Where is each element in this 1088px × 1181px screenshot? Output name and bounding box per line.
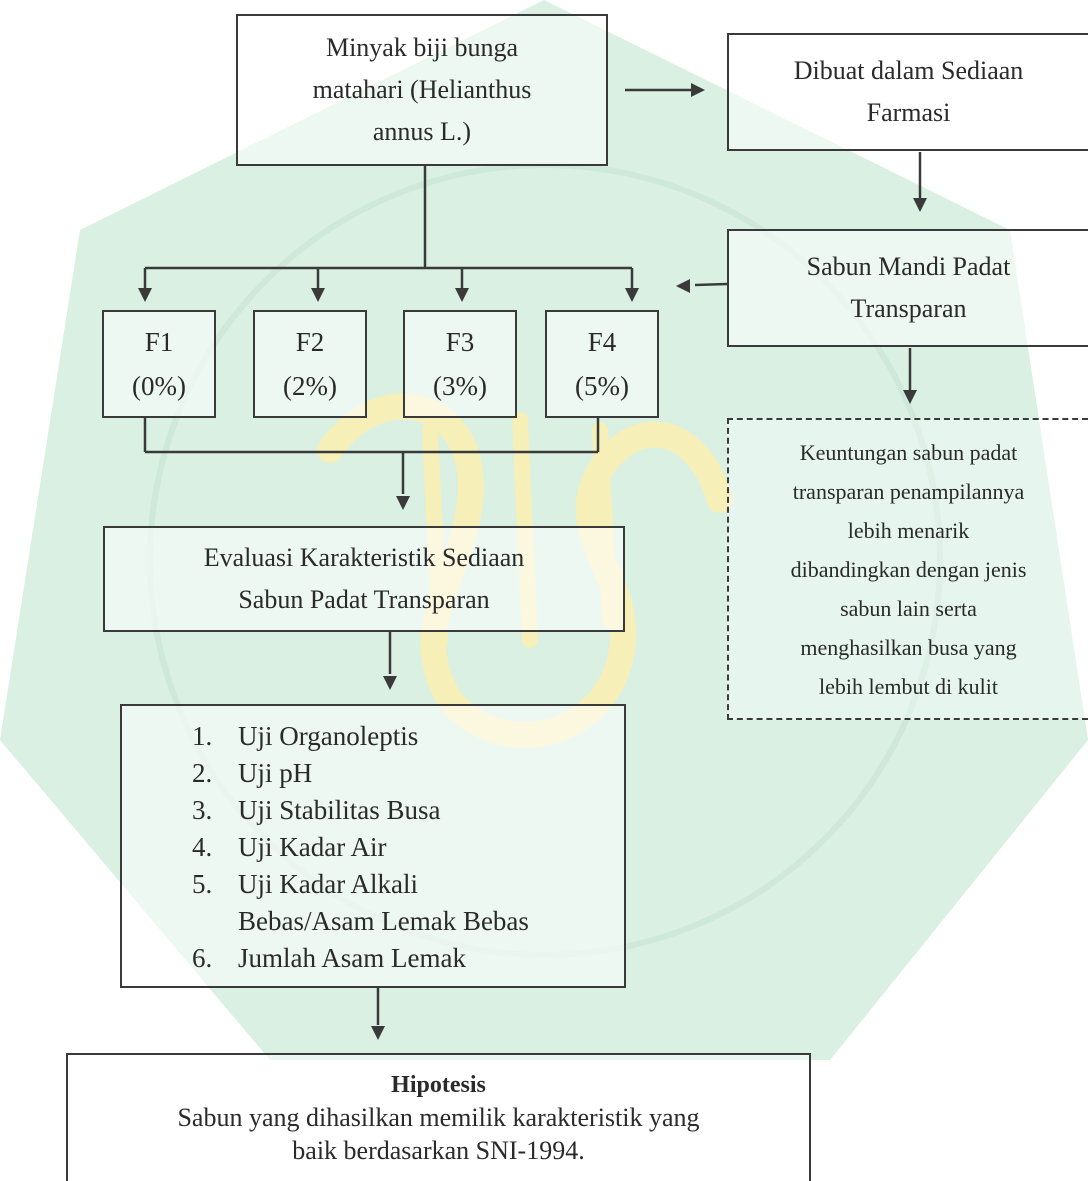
node-formula-f2: F2 (2%) bbox=[253, 310, 367, 418]
node-source-line-2: matahari (Helianthus bbox=[312, 75, 532, 104]
node-advantage-line-1: Keuntungan sabun padat bbox=[799, 439, 1018, 465]
node-tests: 1.Uji Organoleptis 2.Uji pH 3.Uji Stabil… bbox=[120, 704, 626, 988]
formula-percent: (3%) bbox=[433, 371, 487, 401]
test-item: 4.Uji Kadar Air bbox=[192, 832, 387, 862]
formula-percent: (5%) bbox=[575, 371, 629, 401]
node-formula-f1: F1 (0%) bbox=[102, 310, 216, 418]
node-evaluation-line-2: Sabun Padat Transparan bbox=[238, 585, 490, 614]
tests-list: 1.Uji Organoleptis 2.Uji pH 3.Uji Stabil… bbox=[192, 718, 529, 977]
hypothesis-line-1: Sabun yang dihasilkan memilik karakteris… bbox=[177, 1103, 700, 1132]
test-item: 2.Uji pH bbox=[192, 758, 313, 788]
node-source: Minyak biji bunga matahari (Helianthus a… bbox=[236, 14, 608, 166]
node-soap-line-1: Sabun Mandi Padat bbox=[806, 252, 1011, 281]
formula-percent: (2%) bbox=[283, 371, 337, 401]
node-formula-f4: F4 (5%) bbox=[545, 310, 659, 418]
node-advantage-line-4: dibandingkan dengan jenis bbox=[790, 556, 1027, 582]
node-pharma-line-2: Farmasi bbox=[866, 98, 951, 127]
formula-name: F4 bbox=[587, 327, 617, 357]
formula-percent: (0%) bbox=[132, 371, 186, 401]
formula-name: F3 bbox=[445, 327, 475, 357]
node-advantage-line-3: lebih menarik bbox=[847, 517, 970, 543]
hypothesis-line-2: baik berdasarkan SNI-1994. bbox=[292, 1136, 585, 1165]
node-source-line-1: Minyak biji bunga bbox=[325, 33, 519, 62]
node-source-line-3: annus L.) bbox=[372, 117, 472, 146]
node-soap: Sabun Mandi Padat Transparan bbox=[727, 229, 1088, 347]
node-soap-line-2: Transparan bbox=[850, 294, 967, 323]
node-advantage: Keuntungan sabun padat transparan penamp… bbox=[727, 418, 1088, 720]
test-item: 6.Jumlah Asam Lemak bbox=[192, 943, 466, 973]
test-item: 5.Uji Kadar Alkali bbox=[192, 869, 418, 899]
node-evaluation: Evaluasi Karakteristik Sediaan Sabun Pad… bbox=[103, 526, 625, 632]
formula-name: F2 bbox=[295, 327, 325, 357]
node-evaluation-line-1: Evaluasi Karakteristik Sediaan bbox=[203, 543, 525, 572]
test-item-continued: Bebas/Asam Lemak Bebas bbox=[238, 906, 529, 936]
node-formula-f3: F3 (3%) bbox=[403, 310, 517, 418]
node-advantage-line-7: lebih lembut di kulit bbox=[818, 673, 999, 699]
test-item: 3.Uji Stabilitas Busa bbox=[192, 795, 441, 825]
hypothesis-title: Hipotesis bbox=[391, 1072, 486, 1098]
node-advantage-line-6: menghasilkan busa yang bbox=[800, 634, 1017, 660]
node-pharma: Dibuat dalam Sediaan Farmasi bbox=[727, 33, 1088, 151]
node-advantage-line-2: transparan penampilannya bbox=[792, 478, 1025, 504]
node-advantage-line-5: sabun lain serta bbox=[840, 595, 977, 621]
test-item: 1.Uji Organoleptis bbox=[192, 721, 419, 751]
node-hypothesis: Hipotesis Sabun yang dihasilkan memilik … bbox=[66, 1053, 811, 1181]
formula-name: F1 bbox=[144, 327, 174, 357]
node-pharma-line-1: Dibuat dalam Sediaan bbox=[793, 56, 1024, 85]
